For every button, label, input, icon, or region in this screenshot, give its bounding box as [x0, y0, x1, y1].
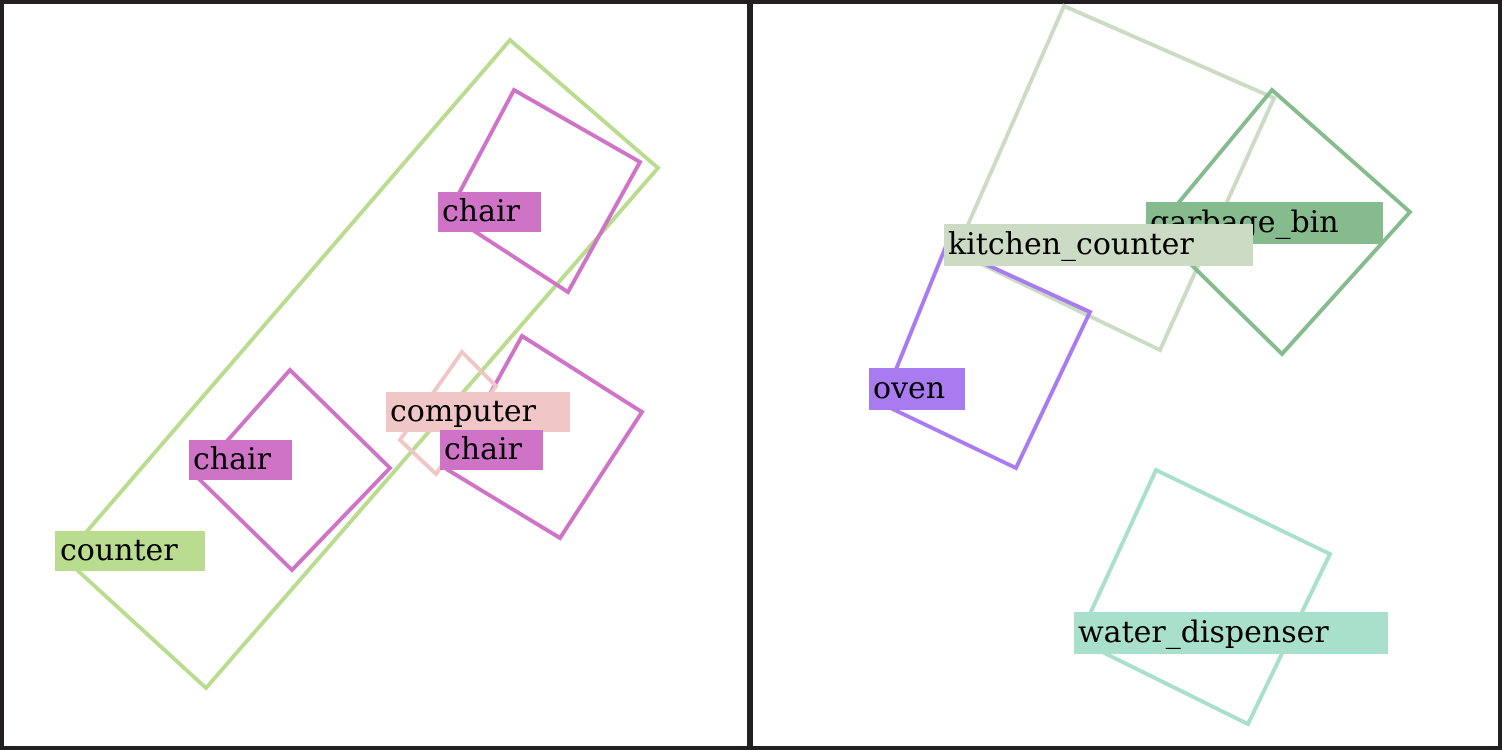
chair-label-bg — [189, 440, 292, 480]
chair-label-bg — [438, 192, 541, 232]
object-label: water_dispenser — [1074, 612, 1388, 654]
chair-label: chair — [444, 432, 523, 467]
object-box — [1075, 467, 1333, 727]
object-label: kitchen_counter — [944, 224, 1253, 266]
object-label: chair — [438, 192, 541, 232]
computer-label-bg — [386, 392, 570, 432]
computer-label: computer — [390, 394, 537, 429]
object-box — [445, 87, 643, 295]
right-panel-frame — [749, 0, 1502, 750]
oven-outline — [879, 243, 1093, 471]
object-box — [1153, 87, 1413, 357]
object-label: computer — [386, 392, 570, 432]
object-label: chair — [440, 430, 543, 470]
water-dispenser-outline — [1075, 467, 1333, 727]
kitchen-counter-outline — [953, 3, 1277, 353]
chair-label: chair — [193, 442, 272, 477]
garbage-bin-outline — [1153, 87, 1413, 357]
counter-outline — [61, 37, 661, 691]
left-panel-frame — [0, 0, 751, 750]
object-box — [879, 243, 1093, 471]
object-box — [953, 3, 1277, 353]
water-dispenser-label-bg — [1074, 612, 1388, 654]
chair-label-bg — [440, 430, 543, 470]
object-label: counter — [55, 531, 205, 571]
left-panel: counter chair chair computer chair — [55, 37, 661, 691]
object-box — [61, 37, 661, 691]
chair-outline — [445, 87, 643, 295]
object-label: chair — [189, 440, 292, 480]
object-label: oven — [869, 368, 965, 410]
kitchen-counter-label: kitchen_counter — [948, 227, 1194, 262]
counter-label-bg — [55, 531, 205, 571]
kitchen-counter-label-bg — [944, 224, 1253, 266]
counter-label: counter — [60, 533, 178, 568]
chair-label: chair — [442, 194, 521, 229]
right-panel: garbage_bin kitchen_counter oven water_d… — [869, 3, 1413, 727]
oven-label-bg — [869, 368, 965, 410]
oven-label: oven — [873, 371, 945, 406]
water-dispenser-label: water_dispenser — [1078, 615, 1329, 650]
